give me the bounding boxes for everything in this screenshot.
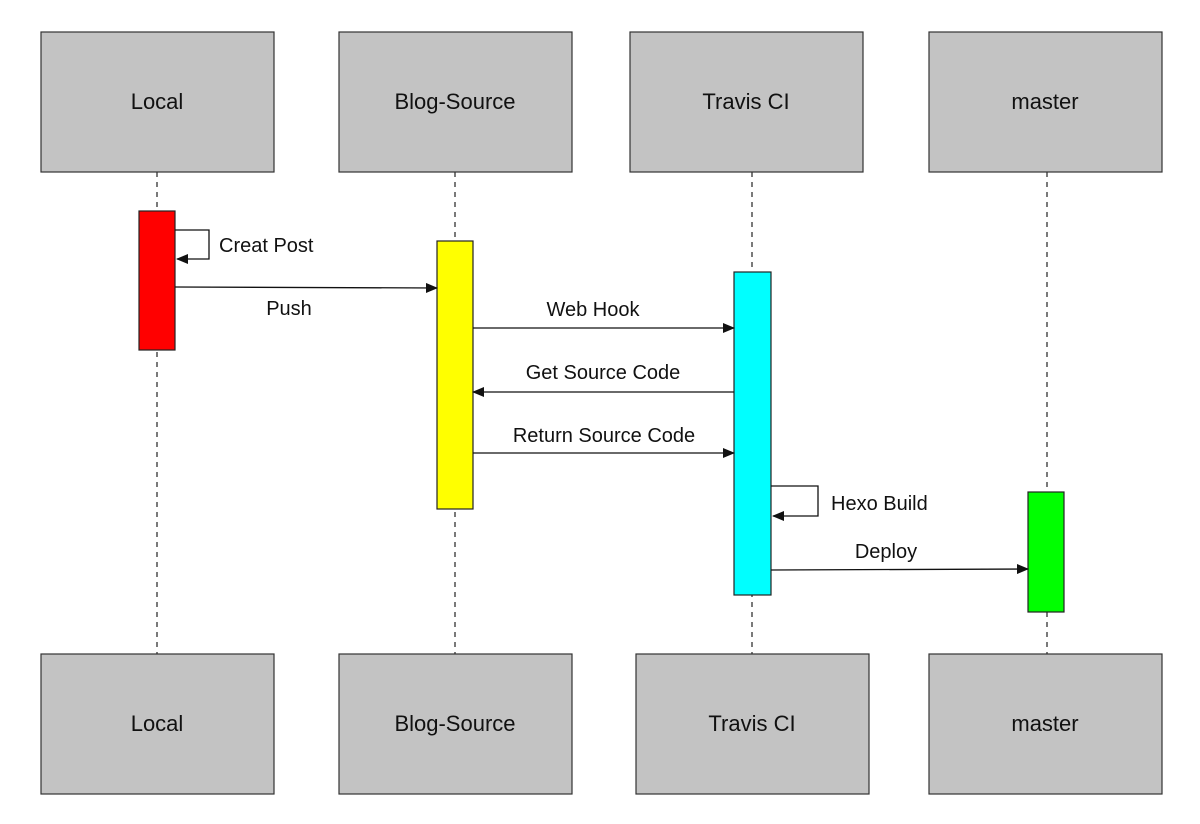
message-label-return-source-code: Return Source Code [513, 425, 695, 447]
participant-label-local: Local [131, 89, 184, 114]
message-creat-post: Creat Post [175, 229, 314, 264]
participant-footer-travis-ci: Travis CI [635, 653, 870, 795]
participant-footer-label-local: Local [131, 711, 184, 736]
participant-footer-master: master [928, 653, 1163, 795]
participant-header-master: master [928, 31, 1163, 173]
activation-travis-ci [733, 271, 772, 596]
activation-master [1027, 491, 1065, 613]
message-hexo-build: Hexo Build [771, 485, 928, 521]
message-web-hook: Web Hook [473, 299, 735, 333]
message-label-push: Push [266, 298, 312, 320]
participant-footer-label-master: master [1011, 711, 1078, 736]
activations [138, 210, 1065, 613]
message-push: Push [174, 282, 438, 320]
activation-blog-source [436, 240, 474, 510]
message-label-deploy: Deploy [855, 541, 917, 563]
participant-label-blog-source: Blog-Source [394, 89, 515, 114]
participant-header-travis-ci: Travis CI [629, 31, 864, 173]
participant-header-local: Local [40, 31, 275, 173]
activation-local [138, 210, 176, 351]
message-label-hexo-build: Hexo Build [831, 493, 928, 515]
message-label-web-hook: Web Hook [546, 299, 640, 321]
message-label-creat-post: Creat Post [219, 235, 314, 257]
participant-label-travis-ci: Travis CI [702, 89, 789, 114]
participant-footer-label-travis-ci: Travis CI [708, 711, 795, 736]
participant-header-blog-source: Blog-Source [338, 31, 573, 173]
message-get-source-code: Get Source Code [472, 362, 734, 397]
message-return-source-code: Return Source Code [473, 425, 735, 458]
participant-footer-label-blog-source: Blog-Source [394, 711, 515, 736]
participant-footer-local: Local [40, 653, 275, 795]
message-label-get-source-code: Get Source Code [526, 362, 681, 384]
participant-footer-blog-source: Blog-Source [338, 653, 573, 795]
participant-label-master: master [1011, 89, 1078, 114]
message-deploy: Deploy [770, 541, 1029, 575]
